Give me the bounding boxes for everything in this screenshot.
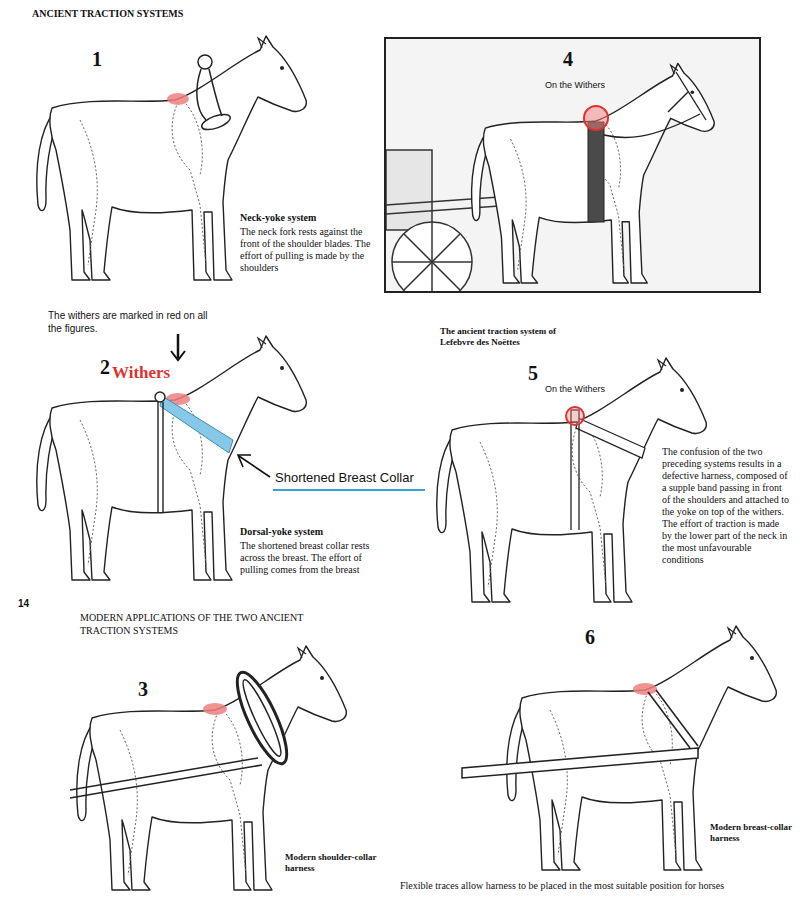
caption-text: Flexible traces allow harness to be plac… <box>400 880 796 891</box>
horse-figure <box>472 63 715 283</box>
withers-mark <box>584 106 608 130</box>
dorsal-yoke <box>155 392 165 512</box>
page-title: ANCIENT TRACTION SYSTEMS <box>32 8 183 19</box>
bridle <box>604 72 706 138</box>
figure-number: 6 <box>585 626 595 649</box>
part-label: Shortened Breast Collar <box>275 470 414 485</box>
neck-band <box>576 418 645 458</box>
breast-collar <box>462 690 698 778</box>
withers-mark <box>633 683 657 695</box>
withers-label: On the Withers <box>545 384 605 394</box>
pointer-arrow <box>171 334 185 360</box>
withers-mark <box>203 703 227 715</box>
note-text: The withers are marked in red on all the… <box>48 310 223 335</box>
figure-description: The confusion of the two preceding syste… <box>662 446 790 566</box>
figure-number: 3 <box>138 678 148 701</box>
figure-number: 5 <box>528 362 538 385</box>
withers-mark <box>167 93 189 105</box>
section-heading: MODERN APPLICATIONS OF THE TWO ANCIENT T… <box>80 612 320 637</box>
underline <box>273 489 425 491</box>
figure-heading: Modern breast-collar harness <box>710 822 796 844</box>
girth-band <box>588 122 604 222</box>
figure-description: The neck fork rests against the front of… <box>240 226 380 274</box>
figure-number: 2 <box>100 356 110 379</box>
page-number: 14 <box>18 598 29 609</box>
neck-fork <box>197 55 232 133</box>
withers-label: Withers <box>112 363 170 383</box>
breast-collar <box>160 396 233 453</box>
figure-description: The shortened breast collar rests across… <box>240 540 380 576</box>
yoke <box>571 410 579 530</box>
shoulder-collar <box>70 667 296 798</box>
withers-mark <box>566 407 584 425</box>
withers-label: On the Withers <box>545 80 605 90</box>
figure-heading: The ancient traction system of Lefebvre … <box>440 326 565 348</box>
leader-arrow <box>238 455 270 477</box>
figure-heading: Neck-yoke system <box>240 212 380 224</box>
figure-heading: Modern shoulder-collar harness <box>285 852 385 874</box>
figure-number: 4 <box>563 48 573 71</box>
figure-number: 1 <box>92 48 102 71</box>
figure-heading: Dorsal-yoke system <box>240 526 380 538</box>
